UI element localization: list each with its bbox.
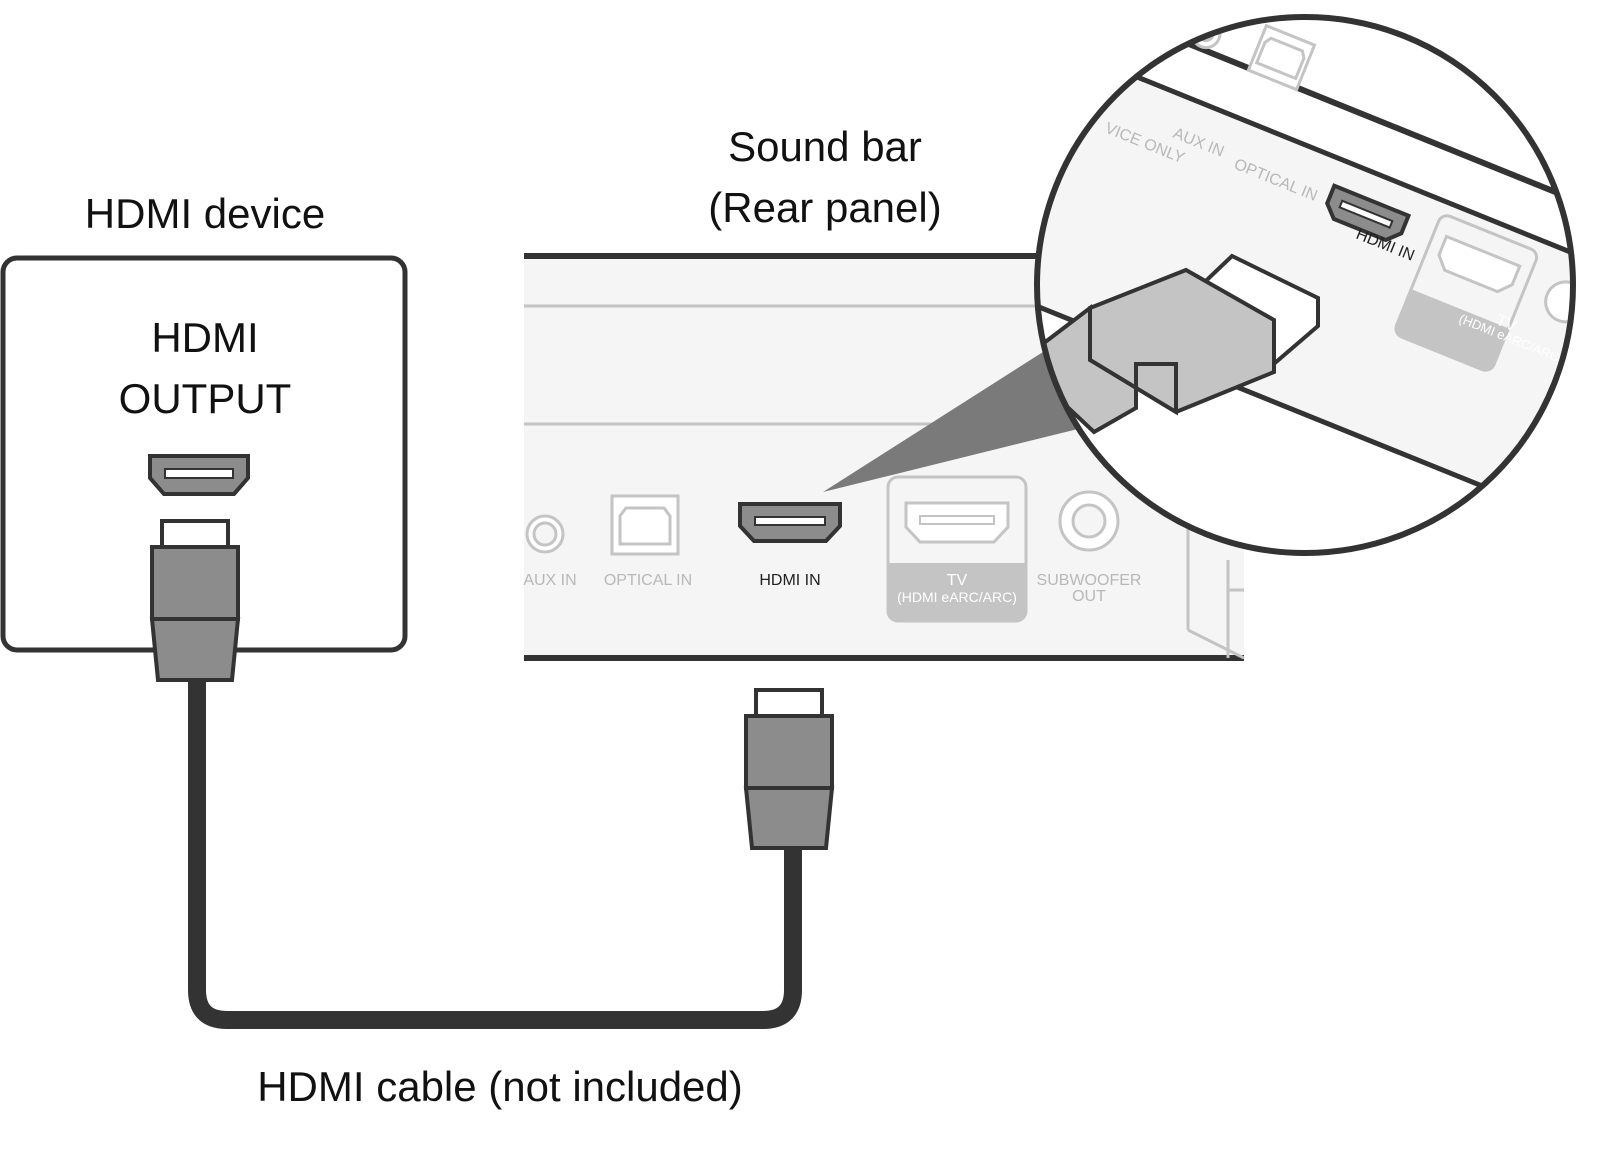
tv-earc-label-line1: TV [947,572,968,589]
tv-earc-port [886,475,1028,623]
hdmi-output-port [148,454,250,496]
zoom-callout-cone [823,338,1082,492]
zoom-sub-label: SU [1573,334,1600,358]
tv-earc-label-line2: (HDMI eARC/ARC) [897,589,1017,605]
sound-bar-label-line2: (Rear panel) [708,184,941,231]
hdmi-plug-soundbar-end [743,688,835,850]
hdmi-plug-device-end [149,519,241,682]
hdmi-cable-label: HDMI cable (not included) [257,1063,743,1110]
hdmi-in-port [738,502,842,543]
hdmi-cable [188,676,802,1029]
subwoofer-out-port [1058,490,1120,552]
sound-bar-label-line1: Sound bar [728,123,922,170]
hdmi-device-label: HDMI device [85,190,325,237]
hdmi-in-label: HDMI IN [759,572,820,589]
aux-in-label: AUX IN [523,572,576,589]
subwoofer-out-label-line2: OUT [1072,588,1106,605]
zoom-tv-label-line1: TV [1494,312,1520,336]
aux-in-port [525,514,565,554]
hdmi-output-label-line1: HDMI [151,314,258,361]
optical-in-port [610,494,680,556]
subwoofer-out-label-line1: SUBWOOFER [1037,572,1142,589]
optical-in-label: OPTICAL IN [604,572,692,589]
hdmi-output-label-line2: OUTPUT [119,375,292,422]
zoom-hdmi-plug [1037,253,1320,435]
